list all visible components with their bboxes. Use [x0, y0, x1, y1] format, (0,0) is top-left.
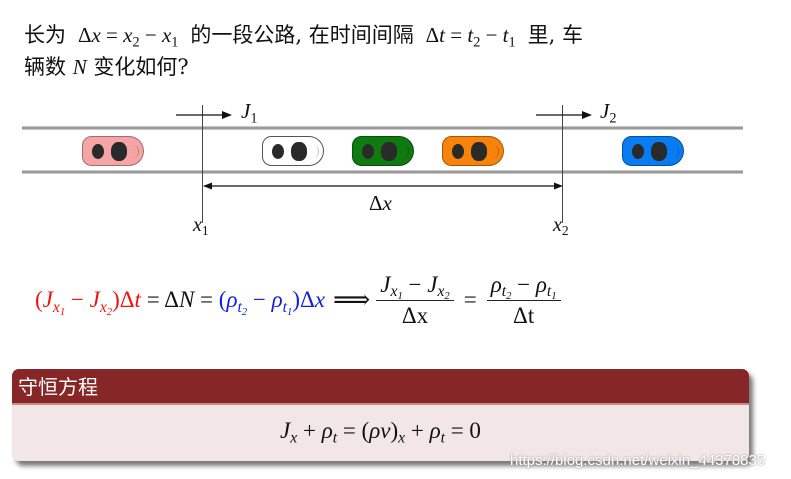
- flux-arrow-left-icon: [176, 111, 232, 119]
- orange-car: [442, 136, 504, 166]
- x1-label: x1: [193, 214, 209, 239]
- question-line2-prefix: 辆数: [24, 55, 66, 79]
- x1-marker-line: [202, 105, 203, 223]
- question-suffix: 里, 车: [527, 23, 583, 47]
- delta-x-span-label: Δx: [369, 191, 392, 215]
- block-title: 守恒方程: [12, 369, 749, 405]
- x2-label: x2: [553, 214, 569, 239]
- blue-car: [622, 136, 684, 166]
- question-mid: 的一段公路, 在时间间隔: [190, 23, 414, 47]
- fraction-equals: =: [463, 287, 477, 312]
- watermark: https://blog.csdn.net/weixin_44378835: [510, 452, 766, 469]
- block-formula: Jx + ρt = (ρv)x + ρt = 0: [280, 418, 481, 447]
- white-car: [262, 136, 324, 166]
- flux-difference-term: (Jx1 − Jx2)Δt: [35, 287, 141, 318]
- delta-x-span-arrow-icon: [203, 182, 563, 190]
- equals-delta-n: = ΔN =: [140, 287, 219, 312]
- implies-arrow: ⟹: [333, 285, 371, 314]
- flux-arrow-right-icon: [536, 111, 592, 119]
- green-car: [352, 136, 414, 166]
- question-line-1: 长为 Δx = x2 − x1 的一段公路, 在时间间隔 Δt = t2 − t…: [24, 20, 583, 50]
- road-bottom-edge: [22, 170, 743, 174]
- conservation-equation-block: 守恒方程 Jx + ρt = (ρv)x + ρt = 0: [12, 369, 749, 461]
- pink-car: [82, 136, 144, 166]
- question-line-2: 辆数 N 变化如何?: [24, 52, 189, 82]
- density-difference-term: (ρt2 − ρt1)Δx: [218, 287, 325, 318]
- question-prefix: 长为: [24, 23, 66, 47]
- delta-x-definition: Δx = x2 − x1: [72, 23, 179, 51]
- flux-gradient-fraction: Jx1 − Jx2 Δx: [376, 272, 454, 329]
- flux-j1-label: J1: [241, 99, 258, 127]
- flux-j2-label: J2: [600, 99, 617, 127]
- variable-n: N: [72, 55, 87, 79]
- delta-t-definition: Δt = t2 − t1: [420, 23, 516, 51]
- density-rate-fraction: ρt2 − ρt1 Δt: [486, 272, 561, 329]
- conservation-derivation: (Jx1 − Jx2)Δt = ΔN = (ρt2 − ρt1)Δx ⟹ Jx1…: [35, 270, 561, 330]
- road-top-edge: [22, 126, 743, 130]
- question-line2-suffix: 变化如何?: [93, 55, 189, 79]
- x2-marker-line: [562, 105, 563, 223]
